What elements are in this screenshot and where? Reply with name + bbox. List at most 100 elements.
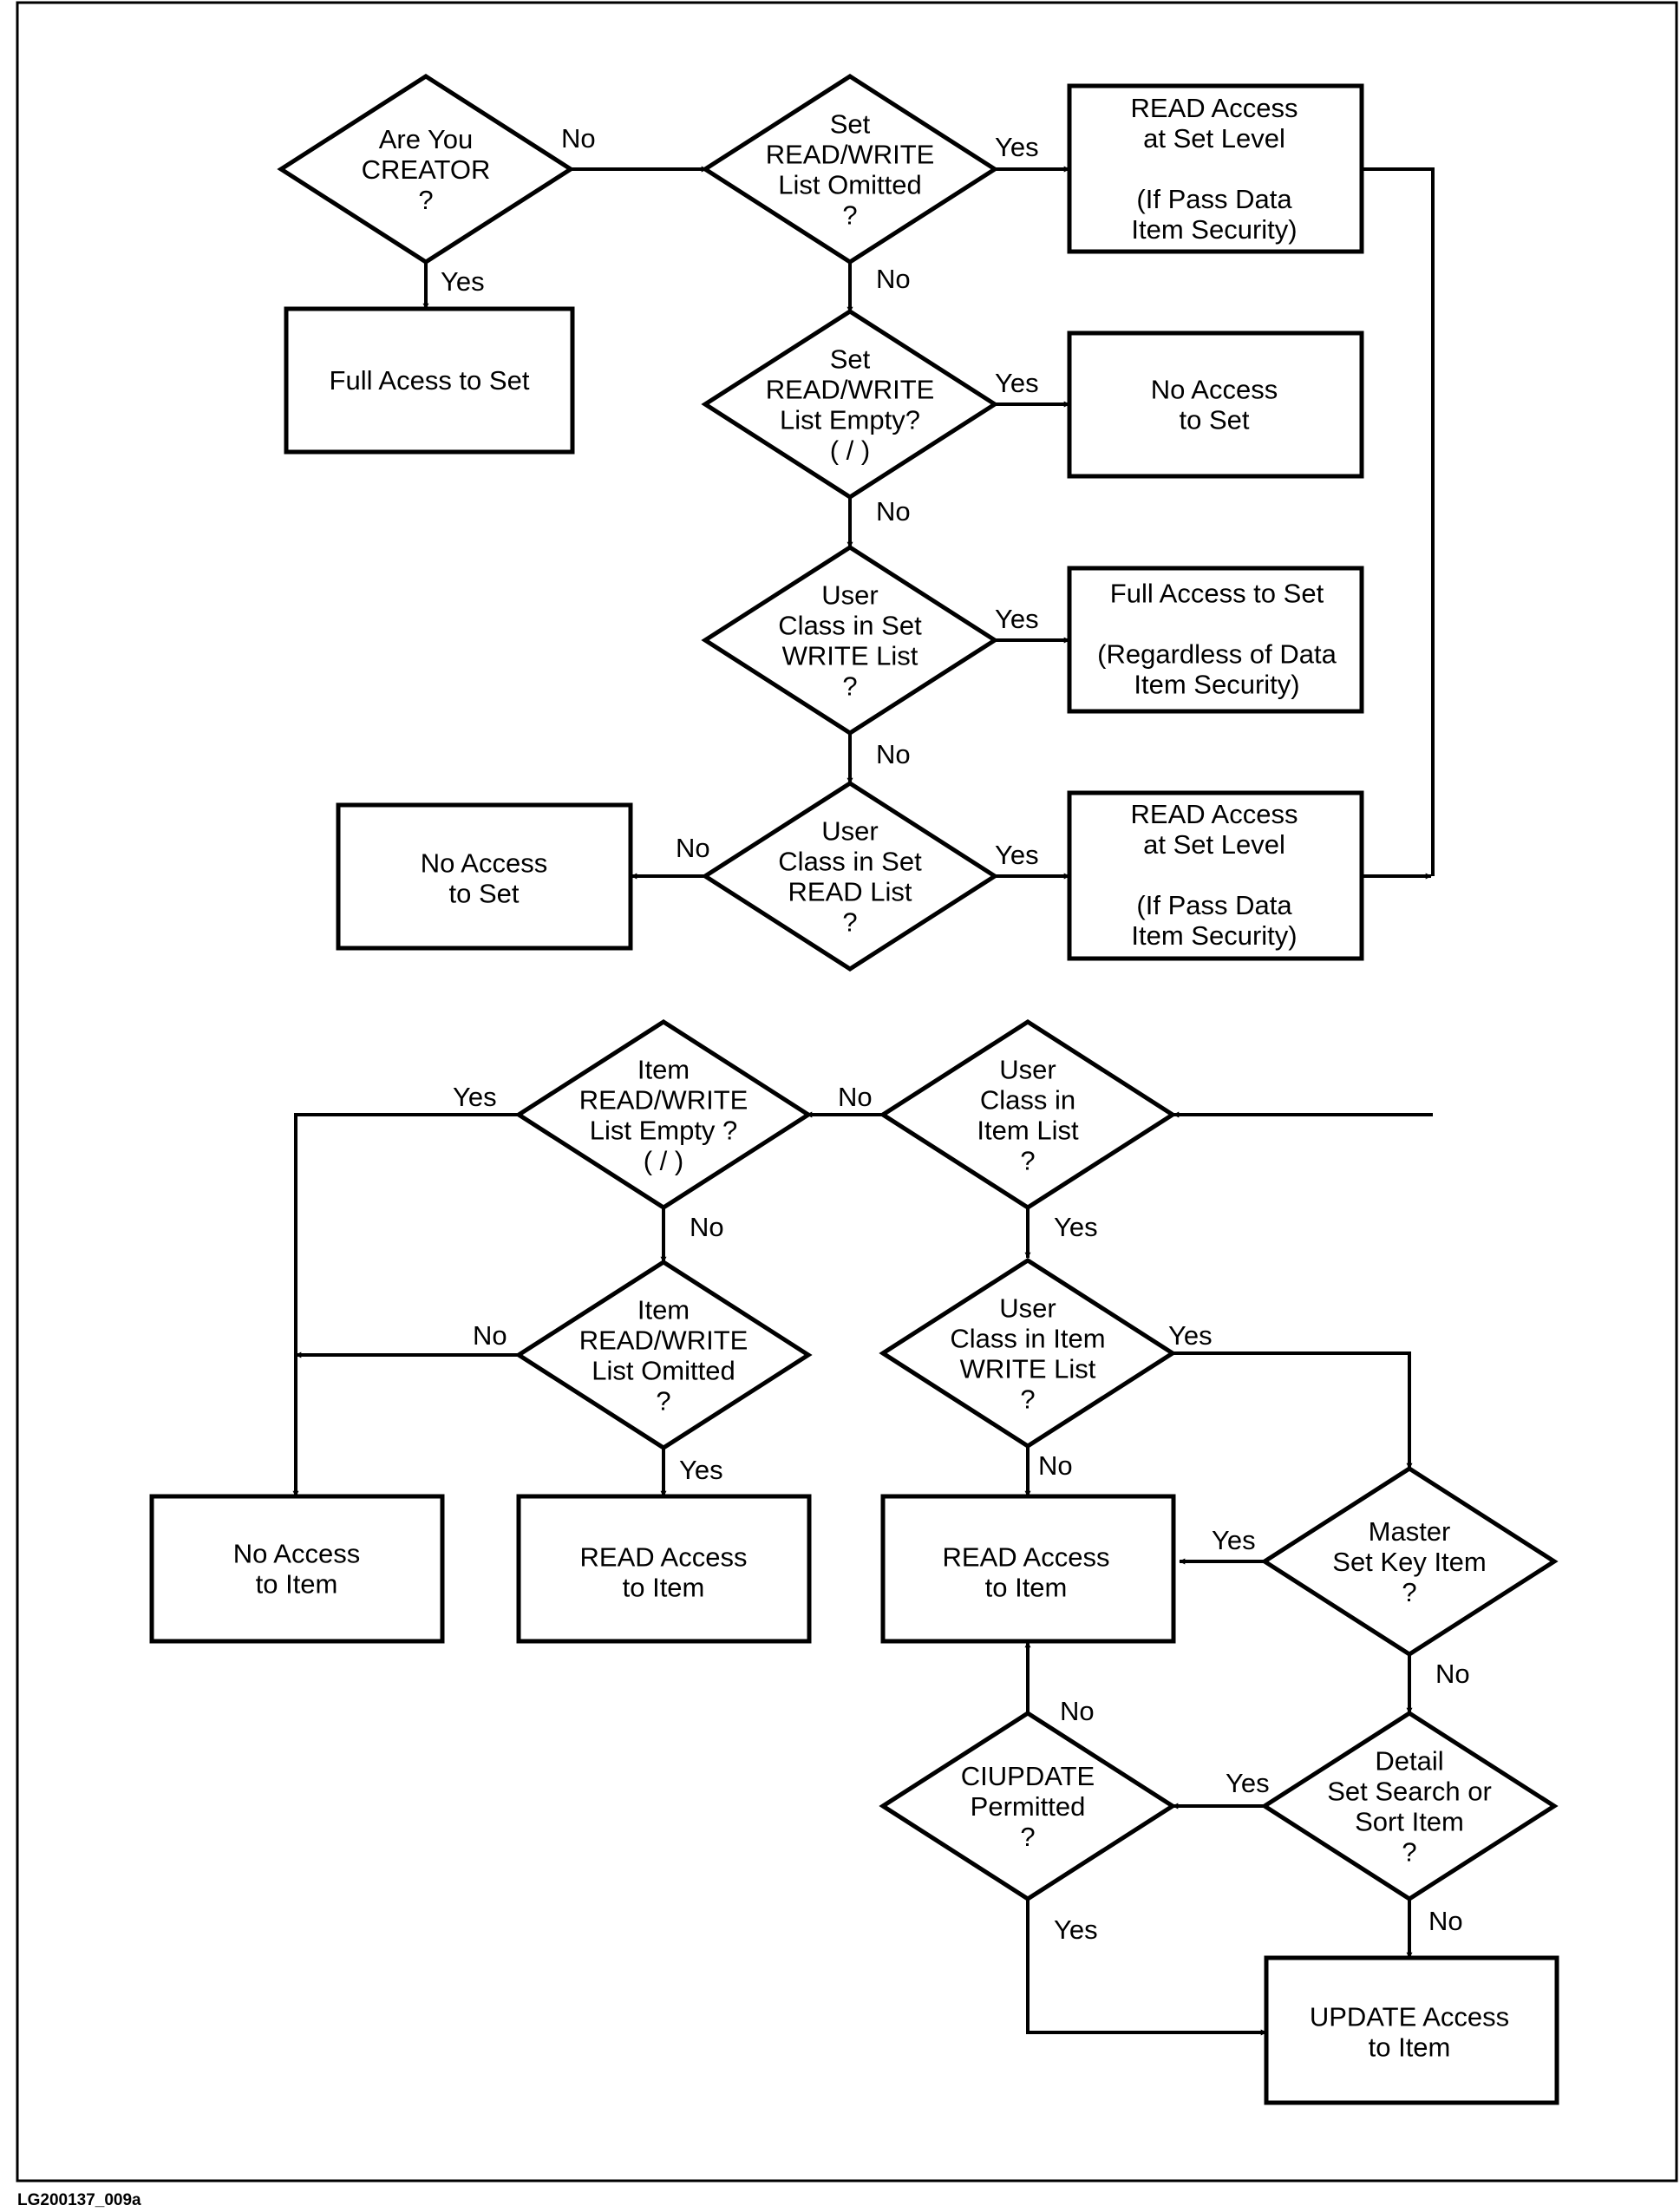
node-text-line: Set bbox=[830, 344, 871, 375]
node-text-line: Master bbox=[1369, 1516, 1451, 1547]
node-text-line: Sort Item bbox=[1355, 1807, 1464, 1837]
node-text-line: No Access bbox=[421, 848, 547, 879]
node-text-line: READ Access bbox=[1131, 93, 1298, 123]
node-text-line: ? bbox=[656, 1386, 670, 1417]
node-text-line: Item bbox=[637, 1295, 690, 1325]
node-text-line: No Access bbox=[233, 1539, 360, 1569]
node-text-line: ? bbox=[842, 907, 857, 938]
label-set-read-yes: Yes bbox=[995, 840, 1039, 870]
node-text-line: to Set bbox=[1180, 405, 1250, 435]
node-text-line: Item bbox=[637, 1055, 690, 1085]
node-text-line: Detail bbox=[1375, 1746, 1443, 1777]
node-text-line: READ Access bbox=[1131, 799, 1298, 829]
connector-item-write-yes bbox=[1173, 1351, 1413, 1469]
node-text-line: User bbox=[821, 580, 878, 611]
node-text-line: Class in bbox=[980, 1085, 1075, 1116]
label-set-write-yes: Yes bbox=[995, 604, 1039, 634]
label-ciupdate-yes: Yes bbox=[1054, 1914, 1098, 1945]
label-set-read-no: No bbox=[676, 833, 710, 863]
node-text-line: ? bbox=[1020, 1146, 1035, 1176]
node-text-line: List Empty ? bbox=[590, 1116, 738, 1146]
node-text-line: ? bbox=[1402, 1577, 1416, 1607]
node-text-line: Class in Set bbox=[778, 847, 922, 877]
node-text-line: User bbox=[821, 816, 878, 847]
label-item-empty-yes: Yes bbox=[453, 1082, 497, 1112]
node-text-line: User bbox=[999, 1293, 1056, 1324]
node-text-line: ( / ) bbox=[644, 1146, 684, 1176]
node-text-line: READ/WRITE bbox=[766, 140, 935, 170]
label-item-omitted-no: No bbox=[473, 1320, 507, 1351]
node-text-line: ( / ) bbox=[830, 435, 871, 466]
node-text-line: Full Access to Set bbox=[1110, 579, 1324, 609]
node-text-line: ? bbox=[1020, 1822, 1035, 1852]
node-text-line: List Omitted bbox=[778, 170, 921, 200]
connectors bbox=[292, 166, 1435, 2036]
label-set-write-no: No bbox=[876, 739, 911, 769]
label-creator-no: No bbox=[561, 123, 596, 154]
node-text-line: Item Security) bbox=[1131, 920, 1297, 951]
node-text-line: to Item bbox=[623, 1573, 705, 1603]
node-text-line: User bbox=[999, 1055, 1056, 1085]
connector-item-empty-yes bbox=[292, 1113, 520, 1497]
label-set-omitted-yes: Yes bbox=[995, 132, 1039, 162]
node-text-line: CIUPDATE bbox=[961, 1761, 1095, 1791]
node-text-line: ? bbox=[842, 671, 857, 702]
node-text-line: READ Access bbox=[943, 1542, 1110, 1573]
label-item-empty-no: No bbox=[690, 1212, 724, 1242]
node-text-line: READ/WRITE bbox=[766, 375, 935, 405]
node-text-line: READ/WRITE bbox=[579, 1085, 748, 1116]
label-item-write-no: No bbox=[1038, 1450, 1073, 1481]
node-text-line: Item List bbox=[977, 1116, 1079, 1146]
node-text-line: Class in Set bbox=[778, 611, 922, 641]
node-text-line: Set Key Item bbox=[1332, 1547, 1486, 1577]
figure-id-text: LG200137_009a bbox=[17, 2191, 141, 2209]
node-text-line: to Item bbox=[256, 1569, 338, 1600]
node-text-line: UPDATE Access bbox=[1310, 2002, 1509, 2032]
node-text-line: Set Search or bbox=[1327, 1777, 1492, 1807]
node-text-line: READ List bbox=[788, 877, 912, 907]
label-set-omitted-no: No bbox=[876, 264, 911, 294]
node-text-line: WRITE List bbox=[782, 641, 918, 671]
node-text-line: to Item bbox=[1369, 2032, 1451, 2063]
branch-labels: No Yes Yes No Yes No Yes No No Yes No Ye… bbox=[441, 123, 1470, 1945]
label-master-key-yes: Yes bbox=[1212, 1525, 1256, 1555]
node-text-line: List Omitted bbox=[592, 1356, 735, 1386]
label-creator-yes: Yes bbox=[441, 266, 485, 297]
node-text-line: Full Acess to Set bbox=[330, 365, 530, 396]
label-set-empty-no: No bbox=[876, 496, 911, 527]
label-ciupdate-no: No bbox=[1060, 1696, 1095, 1726]
label-set-empty-yes: Yes bbox=[995, 368, 1039, 398]
node-text-line: Item Security) bbox=[1134, 670, 1299, 700]
